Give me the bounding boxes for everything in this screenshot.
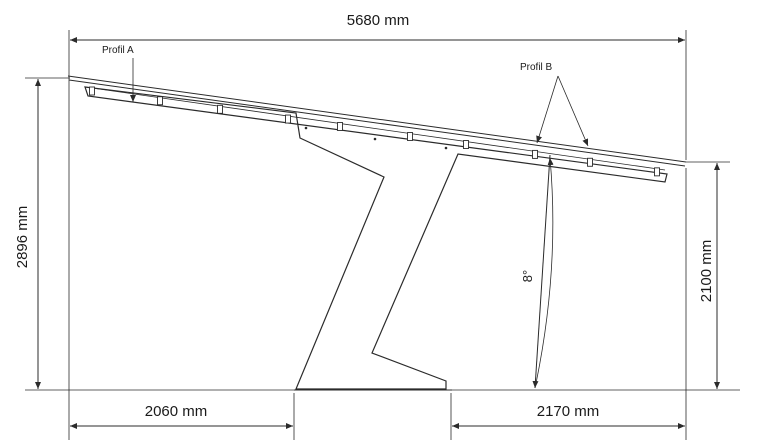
mounting-clamps <box>89 86 660 177</box>
rail-clamp <box>337 122 343 131</box>
support-frame <box>84 86 668 390</box>
roof-panel <box>67 75 687 171</box>
dimension-right-height-label: 2100 mm <box>698 240 715 303</box>
profile-a-label: Profil A <box>102 45 134 56</box>
dimension-left-span-label: 2060 mm <box>145 403 208 420</box>
dimension-left-span: 2060 mm <box>70 403 293 429</box>
rail-clamp <box>587 157 593 167</box>
rail-clamp <box>654 167 660 177</box>
rail-clamp <box>463 140 469 149</box>
dimension-total-width-label: 5680 mm <box>347 12 410 29</box>
profile-a-callout: Profil A <box>102 45 136 102</box>
rail-clamp <box>532 149 538 159</box>
dimension-total-width: 5680 mm <box>70 12 685 43</box>
dimension-right-span: 2170 mm <box>452 403 685 429</box>
tilt-angle-indicator: 8° <box>520 154 554 389</box>
dimension-total-height: 2896 mm <box>14 79 41 389</box>
rail-clamp <box>89 86 95 96</box>
rail-clamp <box>157 96 163 106</box>
rail-clamp <box>407 132 413 141</box>
rail-clamp <box>285 114 291 124</box>
dimension-right-span-label: 2170 mm <box>537 403 600 420</box>
rail-clamp <box>217 104 223 114</box>
tilt-angle-label: 8° <box>520 270 535 282</box>
fastener-dots <box>304 126 448 150</box>
dimension-right-height: 2100 mm <box>698 163 720 389</box>
profile-b-label: Profil B <box>520 62 553 73</box>
profile-b-callout: Profil B <box>520 62 589 147</box>
dimension-total-height-label: 2896 mm <box>14 206 31 269</box>
